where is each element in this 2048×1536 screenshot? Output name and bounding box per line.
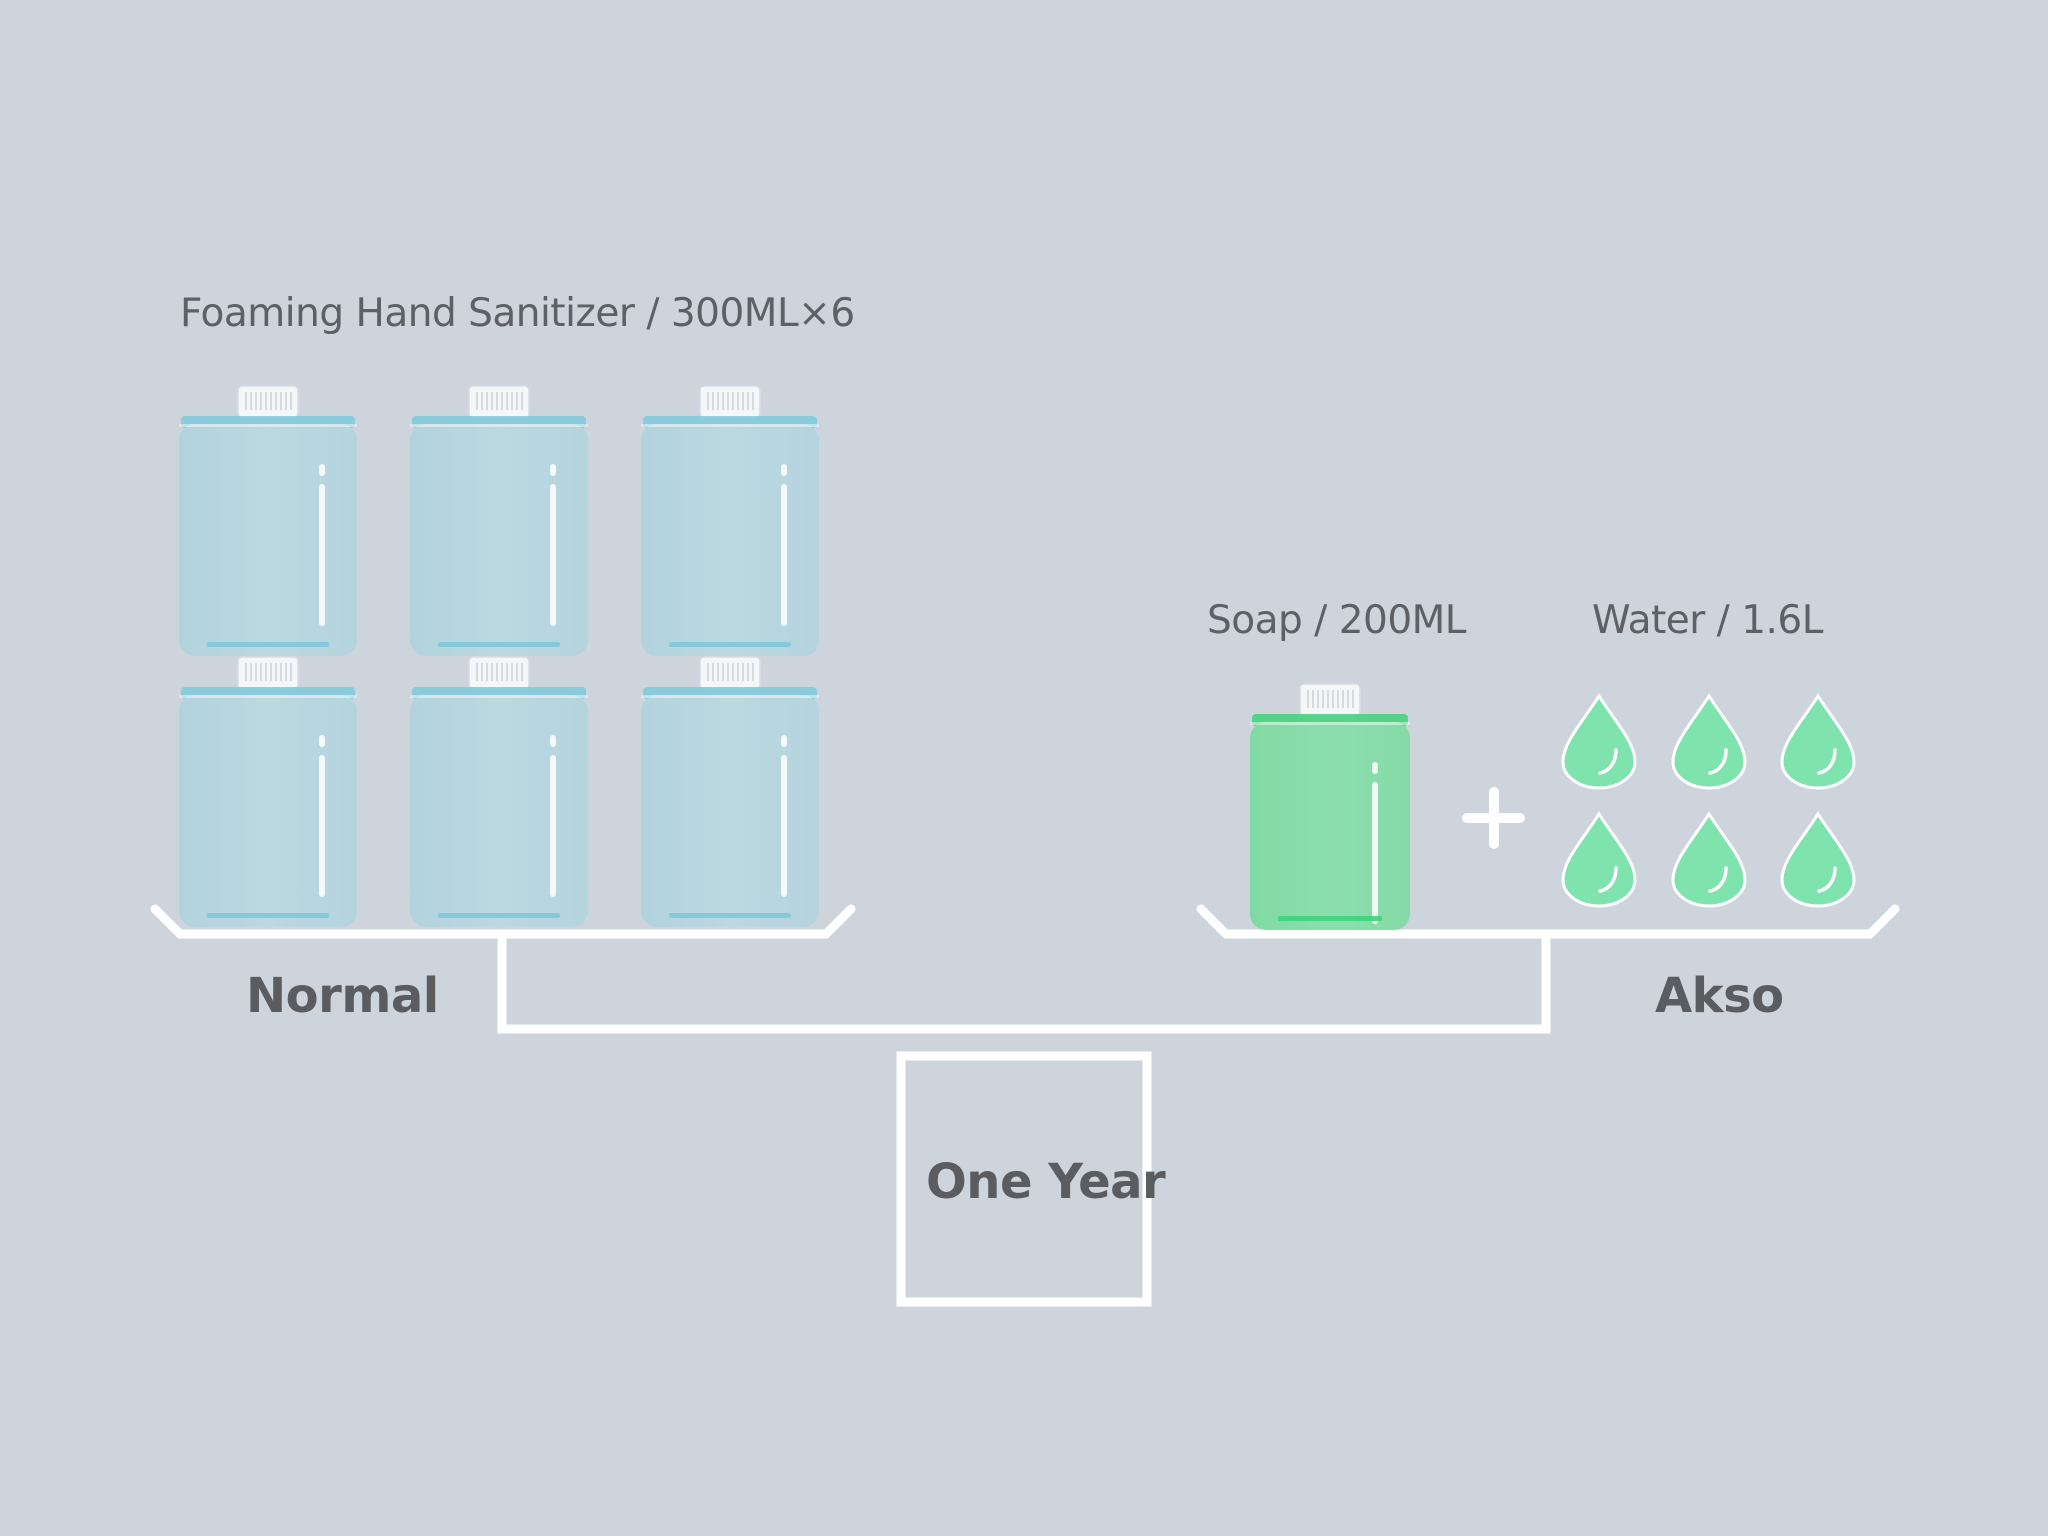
bottle-cap-icon	[237, 385, 299, 419]
soap-label: Soap / 200ML	[1207, 598, 1467, 643]
water-drops	[1561, 694, 1856, 908]
water-drop-icon	[1780, 694, 1856, 790]
bottle-cap-icon	[237, 656, 299, 690]
sanitizer-bottle	[179, 656, 357, 927]
bottle-cap-icon	[699, 385, 761, 419]
beam	[497, 933, 1551, 1034]
sanitizer-bottle	[641, 656, 819, 927]
water-drop-icon	[1561, 694, 1637, 790]
water-drop-icon	[1671, 812, 1747, 908]
bottle-cap-icon	[468, 385, 530, 419]
normal-product-label: Foaming Hand Sanitizer / 300ML×6	[180, 291, 855, 336]
pivot-box	[896, 1051, 1152, 1307]
sanitizer-bottle	[179, 385, 357, 656]
bottle-cap-icon	[468, 656, 530, 690]
sanitizer-bottle	[410, 656, 588, 927]
akso-side-label: Akso	[1655, 968, 1784, 1024]
soap-bottle	[1250, 683, 1410, 930]
balance-scale	[150, 904, 1900, 1307]
water-drop-icon	[1671, 694, 1747, 790]
water-drop-icon	[1561, 812, 1637, 908]
water-label: Water / 1.6L	[1592, 598, 1823, 643]
plus-icon	[1462, 787, 1525, 849]
akso-soap-bottle	[1250, 683, 1410, 930]
sanitizer-bottle	[641, 385, 819, 656]
bottle-cap-icon	[1299, 683, 1361, 717]
water-drop-icon	[1780, 812, 1856, 908]
normal-bottles	[179, 385, 819, 927]
normal-side-label: Normal	[246, 968, 439, 1024]
sanitizer-bottle	[410, 385, 588, 656]
bottle-cap-icon	[699, 656, 761, 690]
pivot-label: One Year	[926, 1154, 1166, 1210]
